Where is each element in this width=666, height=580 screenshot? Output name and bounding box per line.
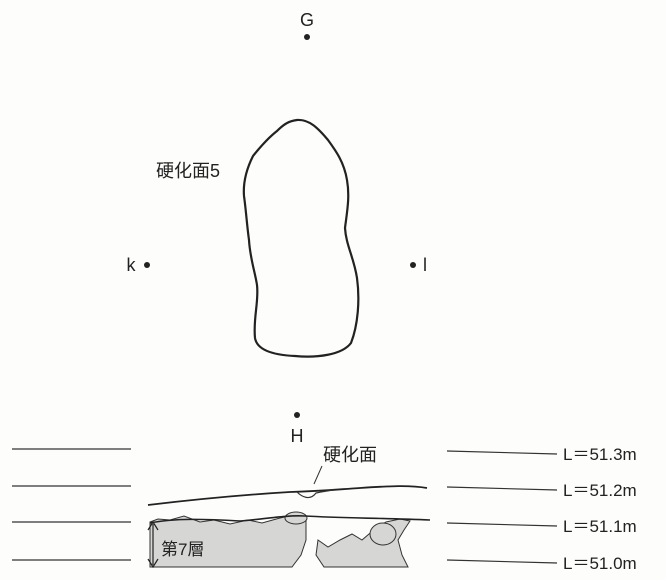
section-view: L＝51.3m L＝51.2m L＝51.1m L＝51.0m 硬化面 第7層 bbox=[12, 445, 637, 573]
level-label-51-3: L＝51.3m bbox=[563, 445, 637, 464]
point-label-k: k bbox=[127, 255, 137, 275]
ground-surface-line bbox=[147, 485, 428, 506]
survey-point-l bbox=[410, 262, 416, 268]
point-label-l: l bbox=[423, 255, 427, 275]
point-label-g: G bbox=[300, 10, 314, 30]
point-label-h: H bbox=[291, 426, 304, 446]
layer-7-top-line bbox=[149, 515, 431, 524]
stone-inclusion-2 bbox=[369, 522, 397, 546]
level-label-51-1: L＝51.1m bbox=[563, 517, 637, 536]
survey-point-h bbox=[294, 412, 300, 418]
hardened-surface-5-label: 硬化面5 bbox=[156, 161, 220, 181]
level-label-51-0: L＝51.0m bbox=[563, 554, 637, 573]
stone-inclusion-1 bbox=[284, 511, 308, 525]
level-line-right-51-3 bbox=[446, 450, 558, 455]
hardened-surface-lens bbox=[296, 489, 335, 499]
level-line-right-51-1 bbox=[446, 522, 558, 527]
hardened-surface-5-outline bbox=[242, 118, 360, 358]
layer-7-label: 第7層 bbox=[161, 540, 204, 559]
level-line-right-51-2 bbox=[446, 486, 558, 491]
level-line-right-51-0 bbox=[446, 559, 558, 564]
layer-7-fill bbox=[149, 514, 307, 568]
arrow-head-top bbox=[147, 520, 159, 531]
hardened-surface-leader bbox=[313, 465, 323, 485]
arrow-head-bottom bbox=[147, 558, 159, 569]
survey-point-k bbox=[144, 262, 150, 268]
level-label-51-2: L＝51.2m bbox=[563, 481, 637, 500]
hardened-surface-label: 硬化面 bbox=[323, 445, 377, 465]
survey-point-g bbox=[304, 34, 310, 40]
plan-view: G k l H 硬化面5 bbox=[127, 10, 428, 446]
layer-7-fill-right bbox=[315, 518, 411, 568]
